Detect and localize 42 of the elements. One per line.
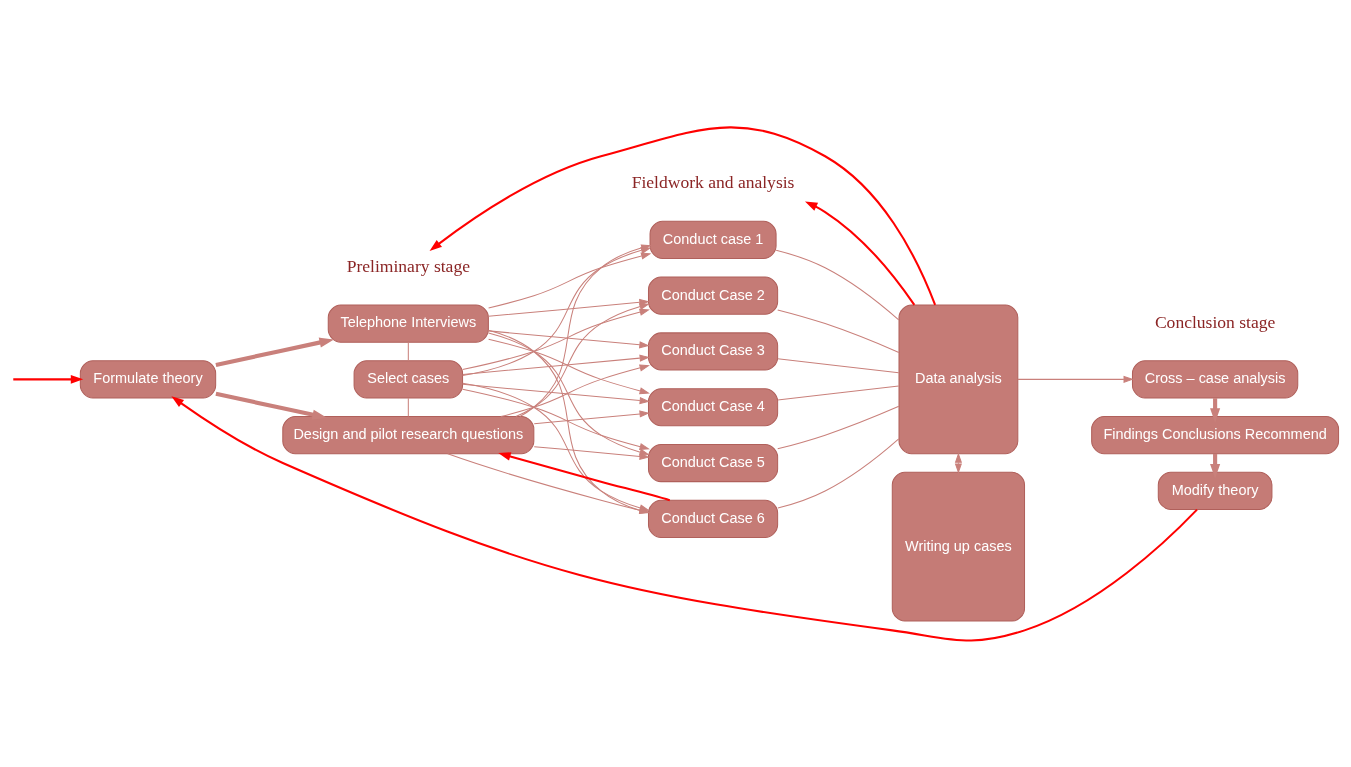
arrow (488, 338, 650, 394)
node-box: Conduct Case 4 (648, 387, 779, 426)
connector (407, 397, 409, 417)
node-box: Conduct Case 3 (648, 331, 779, 371)
connector (407, 341, 409, 361)
node-text: Fieldwork and analysis (631, 171, 795, 192)
node-box: Conduct Case 5 (648, 443, 779, 482)
arrow (171, 395, 1198, 641)
node-box: Writing up cases (891, 471, 1026, 622)
node-box: Modify theory (1157, 471, 1273, 510)
arrow (462, 388, 650, 450)
node-box: Formulate theory (79, 359, 217, 398)
arrow (500, 363, 650, 417)
connector (777, 357, 900, 373)
node-box: Conduct case 1 (649, 220, 777, 259)
connector (777, 405, 900, 449)
node-box: Conduct Case 6 (648, 499, 779, 538)
arrow (498, 451, 671, 501)
node-box: Select cases (353, 359, 464, 398)
node-box: Conduct Case 2 (648, 276, 779, 315)
arrow (462, 308, 650, 370)
arrow (215, 337, 334, 367)
connector (777, 437, 900, 509)
node-box: Telephone Interviews (327, 303, 489, 343)
node-box: Data analysis (898, 303, 1019, 454)
connector (777, 385, 900, 400)
arrow (1017, 375, 1134, 383)
arrow (462, 383, 650, 404)
arrow (805, 200, 916, 305)
arrow (215, 391, 327, 420)
node-box: Findings Conclusions Recommend (1091, 415, 1340, 454)
node-box: Cross – case analysis (1131, 359, 1299, 398)
arrow (462, 354, 650, 375)
connector (775, 249, 900, 320)
node-box: Design and pilot research questions (282, 415, 535, 454)
node-text: Conclusion stage (1154, 311, 1276, 332)
arrow (487, 329, 650, 348)
connector (777, 308, 900, 353)
arrow (533, 409, 650, 424)
arrow (515, 302, 650, 417)
node-text: Preliminary stage (346, 255, 470, 276)
arrow (13, 374, 84, 384)
